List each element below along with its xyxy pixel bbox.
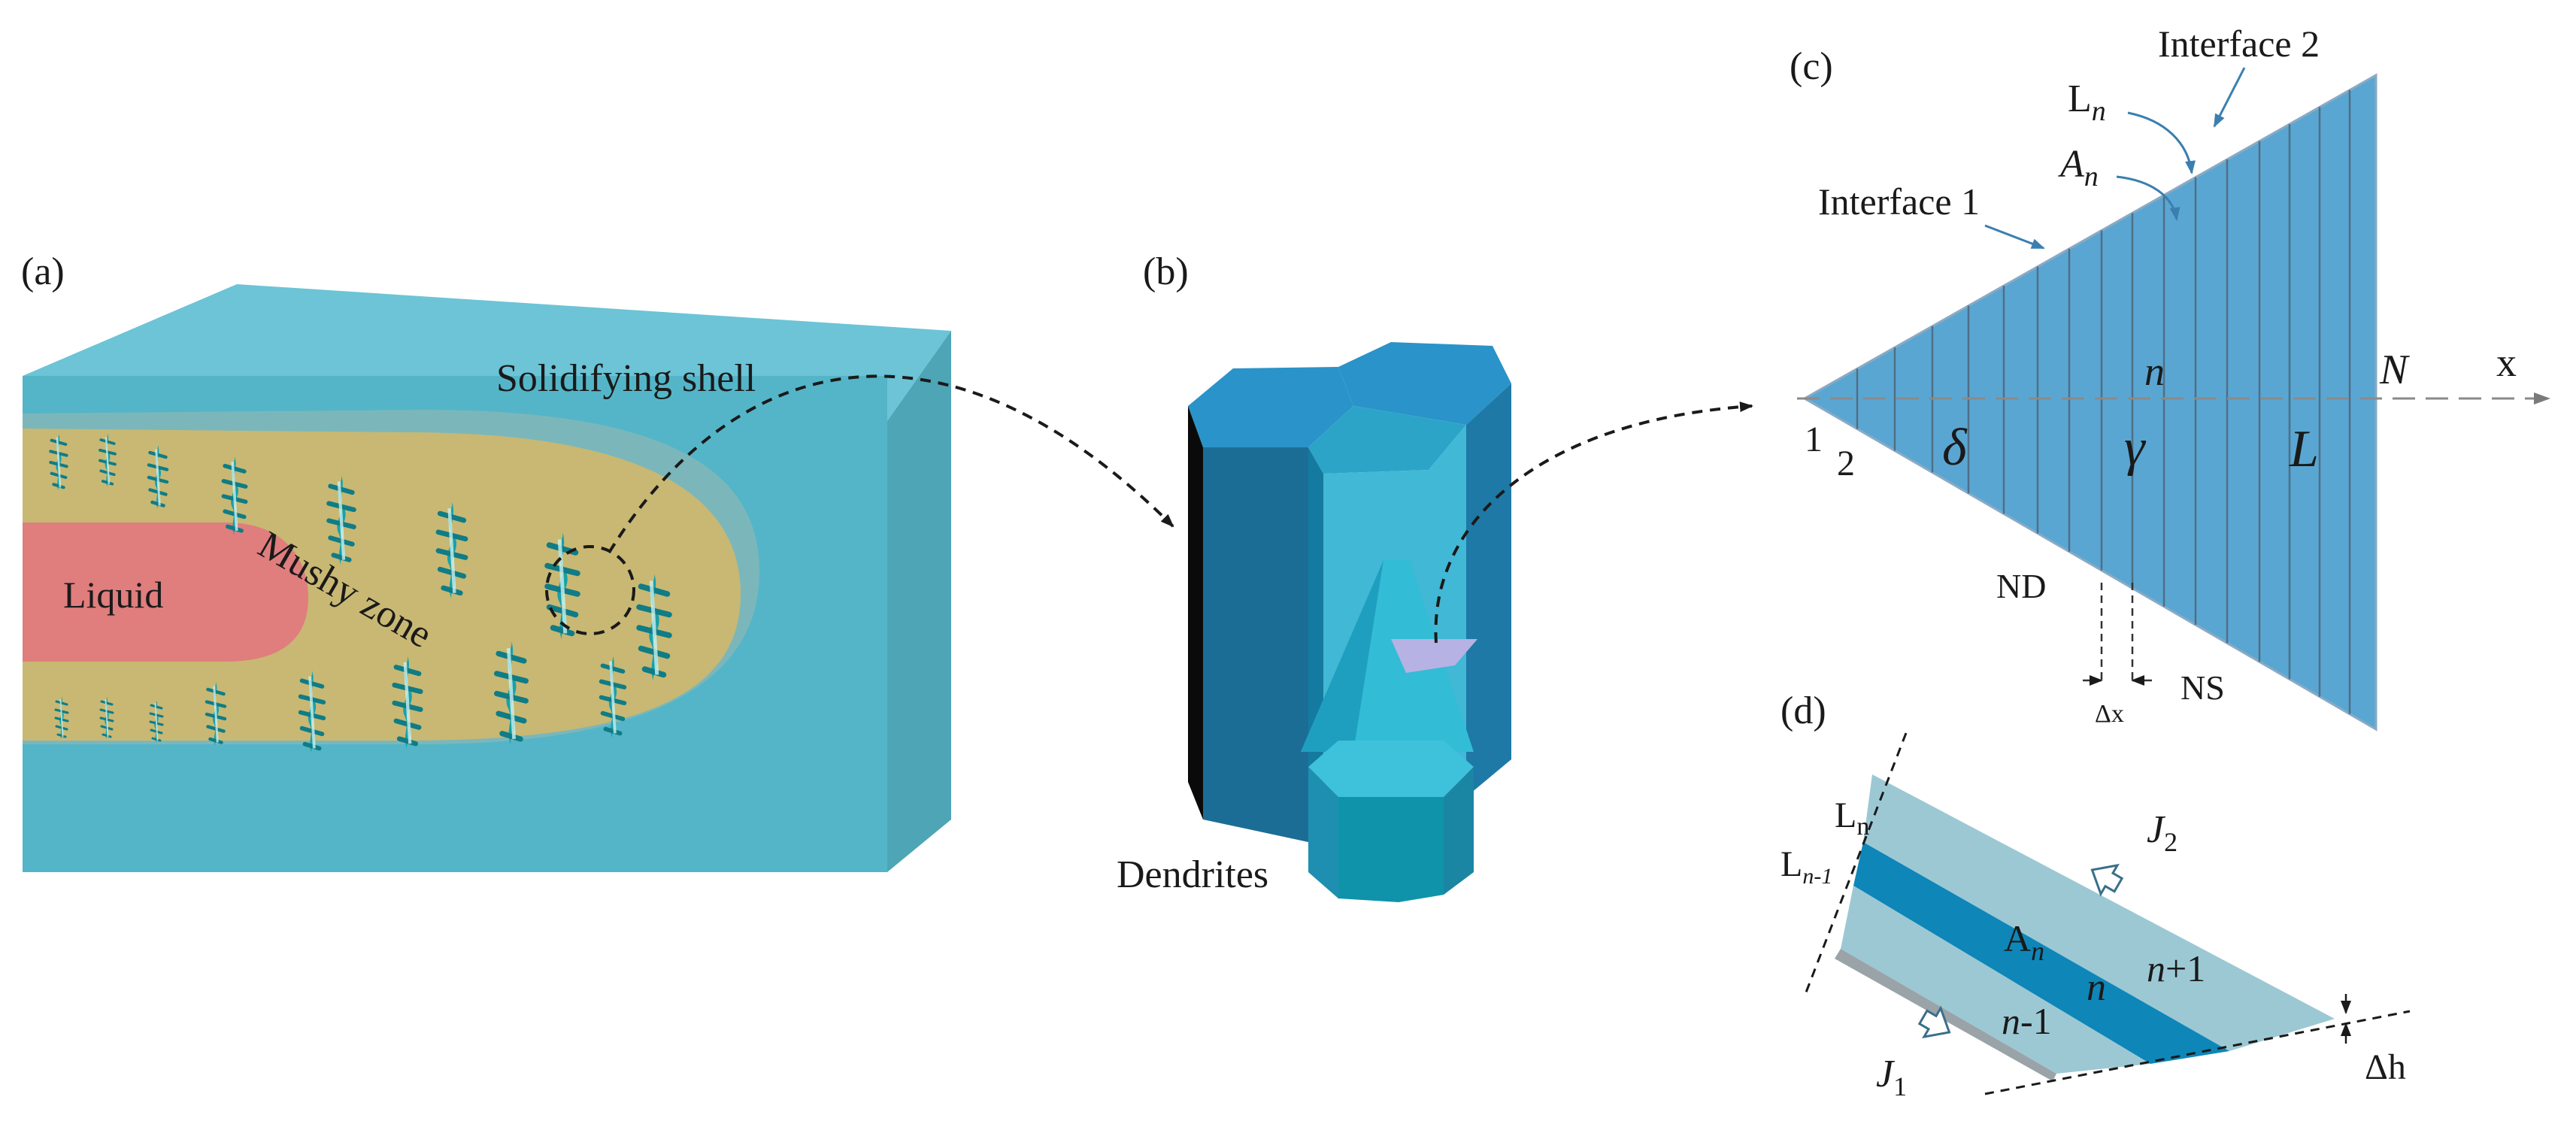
hex-base-side [1338, 797, 1444, 902]
gamma-phase-label: γ [2124, 419, 2147, 477]
interface-2-arrow [2213, 67, 2246, 128]
zoom-arrow-a-to-b [608, 374, 1174, 554]
prism-left-top [1188, 367, 1353, 447]
cone-shade [1301, 560, 1383, 752]
d-Ln-label: Ln [1835, 795, 1869, 841]
x-axis-label: x [2496, 340, 2517, 385]
prism-left-front [1203, 447, 1308, 842]
dx-label: Δx [2095, 700, 2124, 728]
d-n-label: n [2087, 966, 2106, 1009]
J2-flux-arrow [2090, 863, 2124, 897]
interface-2-label: Interface 2 [2158, 23, 2320, 65]
d-Ln1-label: Ln-1 [1780, 844, 1832, 889]
interface-plane [1391, 639, 1477, 673]
panel-b: (b) Dendrites [1117, 250, 1753, 902]
liquid-region [23, 523, 308, 662]
slice-lines [1856, 89, 2351, 714]
Ln-label: Ln [2068, 77, 2106, 127]
panel-a: (a) [21, 250, 1174, 872]
solidifying-shell-label: Solidifying shell [496, 357, 756, 400]
zoom-arrow-b-to-c [1434, 401, 1753, 644]
band-n-plus-1 [1863, 774, 2335, 1051]
panel-d: (d) Δh Ln Ln-1 An n n+1 n-1 J2 J1 [1780, 689, 2411, 1101]
zoom-circle [545, 545, 635, 635]
hex-base-top [1308, 741, 1474, 797]
interface-1-arrow [1984, 224, 2045, 250]
dh-label: Δh [2365, 1047, 2406, 1087]
delta-phase-label: δ [1942, 419, 1968, 477]
hex-base-right [1444, 767, 1474, 895]
cell-2-label: 2 [1837, 444, 1855, 483]
panel-c: (c) x N n 1 2 δ γ L ND NS Δx Interface 1… [1790, 23, 2550, 732]
NS-label: NS [2181, 668, 2225, 707]
panel-d-label: (d) [1780, 689, 1826, 732]
liquid-phase-label: L [2289, 420, 2319, 478]
box-right-face [887, 331, 951, 872]
band-n-minus-1 [1841, 886, 2150, 1074]
prism-left-dark [1188, 406, 1203, 820]
interface-1-label: Interface 1 [1818, 180, 1980, 223]
liquid-label: Liquid [63, 574, 163, 616]
band-n [1853, 842, 2229, 1064]
Ln-arrow [2127, 111, 2196, 174]
panel-a-label: (a) [21, 250, 65, 293]
N-label: N [2379, 347, 2410, 393]
d-n-plus-1-label: n+1 [2147, 947, 2205, 989]
n-label: n [2144, 349, 2165, 394]
panel-c-label: (c) [1790, 45, 1833, 88]
prism-middle-top [1308, 406, 1466, 474]
An-label: An [2058, 143, 2099, 192]
J2-label: J2 [2147, 808, 2177, 857]
band-grey-edge [1835, 949, 2056, 1081]
mushy-zone [23, 429, 741, 741]
d-An-label: An [2004, 917, 2044, 966]
bottom-dashed-edge [1984, 1010, 2411, 1095]
cell-1-label: 1 [1805, 420, 1823, 459]
An-arrow [2116, 175, 2181, 221]
dendrites-label: Dendrites [1117, 853, 1268, 896]
prism-right-front [1466, 383, 1511, 797]
prism-right-top [1338, 342, 1511, 425]
wedge-triangle [1802, 73, 2377, 732]
J1-flux-arrow [1917, 1005, 1951, 1039]
d-n-minus-1-label: n-1 [2002, 1000, 2052, 1042]
hex-base-front [1308, 767, 1338, 898]
J1-label: J1 [1876, 1053, 1907, 1101]
ND-label: ND [1996, 567, 2046, 605]
panel-b-label: (b) [1143, 250, 1189, 293]
